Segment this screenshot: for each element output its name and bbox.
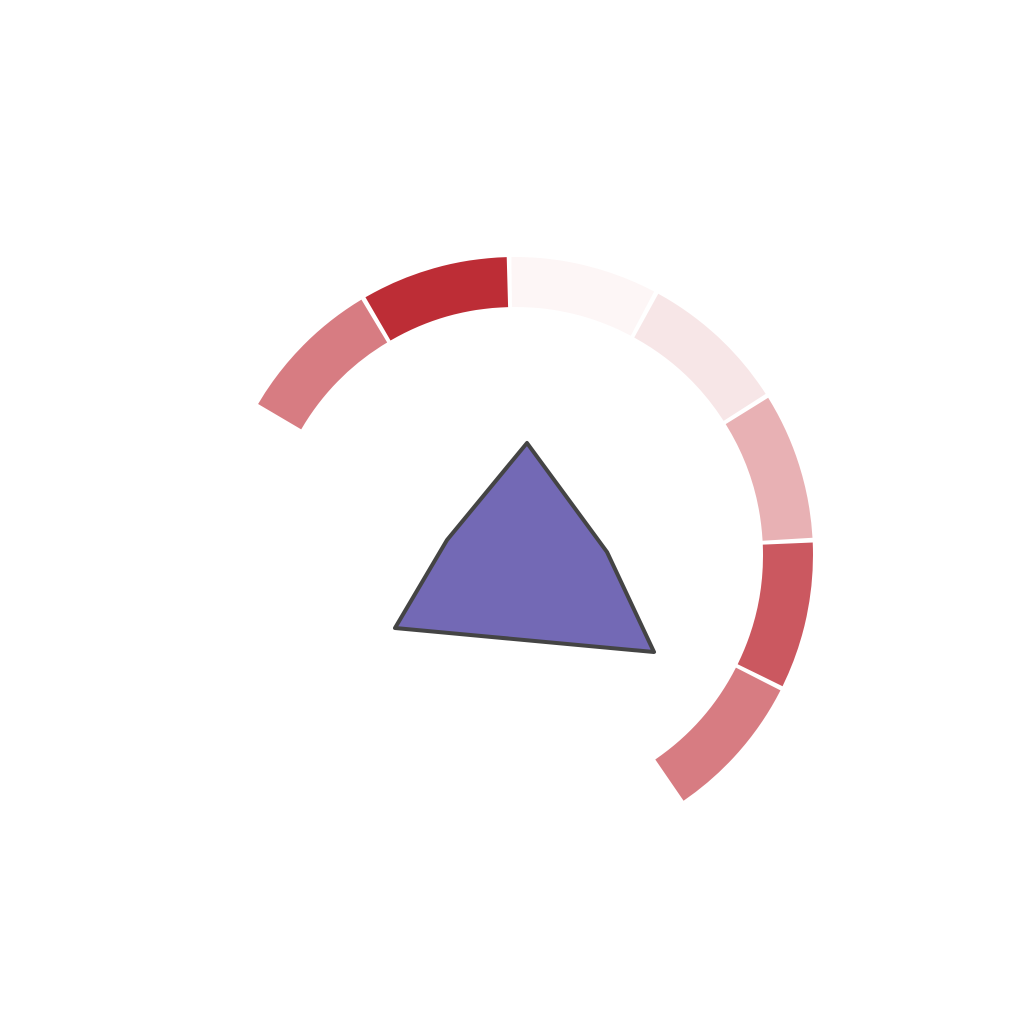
arc-segment-6	[737, 542, 814, 687]
arc-segment-4	[634, 293, 766, 421]
arc-segment-3	[511, 257, 655, 336]
arc-segment-1	[258, 299, 388, 430]
arc-segment-7	[655, 667, 781, 801]
center-polygon	[393, 441, 656, 654]
arc-segment-2	[365, 257, 509, 341]
radial-arc	[258, 257, 814, 801]
arc-segment-5	[725, 397, 813, 541]
